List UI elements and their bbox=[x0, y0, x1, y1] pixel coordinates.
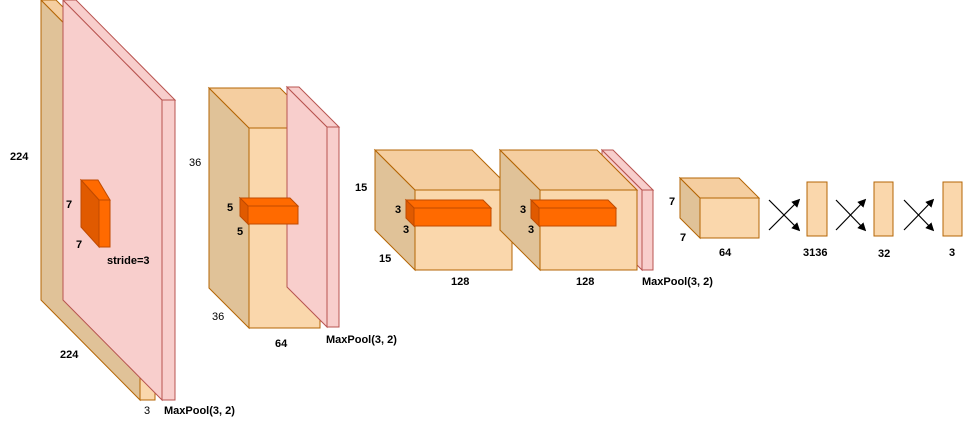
kernel-2-top bbox=[238, 197, 300, 207]
fc3-units-label: 3 bbox=[949, 247, 955, 259]
conv4-layer bbox=[678, 176, 761, 240]
conv4-channels-label: 64 bbox=[719, 247, 732, 259]
kernel-1-stride-label: stride=3 bbox=[107, 255, 150, 267]
conv1-channels-label: 64 bbox=[275, 338, 288, 350]
kernel-3-w-label: 3 bbox=[403, 224, 409, 236]
conv4-width-label: 7 bbox=[680, 232, 686, 244]
fc1-units-label: 3136 bbox=[803, 247, 827, 259]
kernel-1-h-label: 7 bbox=[66, 199, 72, 211]
kernel-2-h-label: 5 bbox=[227, 202, 233, 214]
maxpool-3-label: MaxPool(3, 2) bbox=[642, 276, 713, 288]
fc-connector-1 bbox=[768, 198, 801, 232]
conv2-height-label: 15 bbox=[355, 182, 367, 194]
conv2-width-label: 15 bbox=[379, 253, 391, 265]
fc3-block bbox=[942, 181, 963, 237]
conv2-channels-label: 128 bbox=[451, 276, 469, 288]
fc2-block bbox=[873, 181, 894, 237]
fc1-block bbox=[806, 181, 828, 237]
maxpool-1 bbox=[62, 0, 177, 402]
maxpool-1-front bbox=[161, 99, 176, 401]
input-width-label: 224 bbox=[60, 349, 79, 361]
conv3-channels-label: 128 bbox=[576, 276, 594, 288]
input-height-label: 224 bbox=[10, 151, 29, 163]
conv1-height-label: 36 bbox=[189, 157, 201, 169]
kernel-2-w-label: 5 bbox=[237, 226, 243, 238]
kernel-2-front bbox=[247, 205, 299, 225]
conv4-block-front bbox=[699, 197, 760, 239]
kernel-1 bbox=[79, 178, 111, 249]
kernel-4-top bbox=[529, 199, 618, 209]
kernel-3-h-label: 3 bbox=[395, 204, 401, 216]
kernel-4-front bbox=[538, 207, 617, 227]
conv1-width-label: 36 bbox=[212, 311, 224, 323]
kernel-4-h-label: 3 bbox=[520, 204, 526, 216]
kernel-4 bbox=[529, 198, 618, 228]
input-channels-label: 3 bbox=[144, 405, 150, 417]
kernel-3 bbox=[404, 198, 493, 228]
maxpool-3-front bbox=[641, 189, 654, 271]
kernel-2 bbox=[238, 196, 300, 226]
maxpool-1-label: MaxPool(3, 2) bbox=[164, 405, 235, 417]
kernel-3-top bbox=[404, 199, 493, 209]
maxpool-2-label: MaxPool(3, 2) bbox=[326, 334, 397, 346]
fc-connector-2 bbox=[835, 198, 867, 232]
kernel-1-front bbox=[98, 199, 111, 248]
maxpool-2-front bbox=[326, 126, 340, 328]
kernel-3-front bbox=[413, 207, 492, 227]
conv4-height-label: 7 bbox=[669, 196, 675, 208]
fc2-units-label: 32 bbox=[878, 248, 890, 260]
fc-connector-3 bbox=[903, 198, 935, 232]
kernel-4-w-label: 3 bbox=[528, 224, 534, 236]
kernel-1-w-label: 7 bbox=[76, 239, 82, 251]
maxpool-2 bbox=[285, 85, 341, 329]
maxpool-1-side bbox=[62, 0, 163, 402]
